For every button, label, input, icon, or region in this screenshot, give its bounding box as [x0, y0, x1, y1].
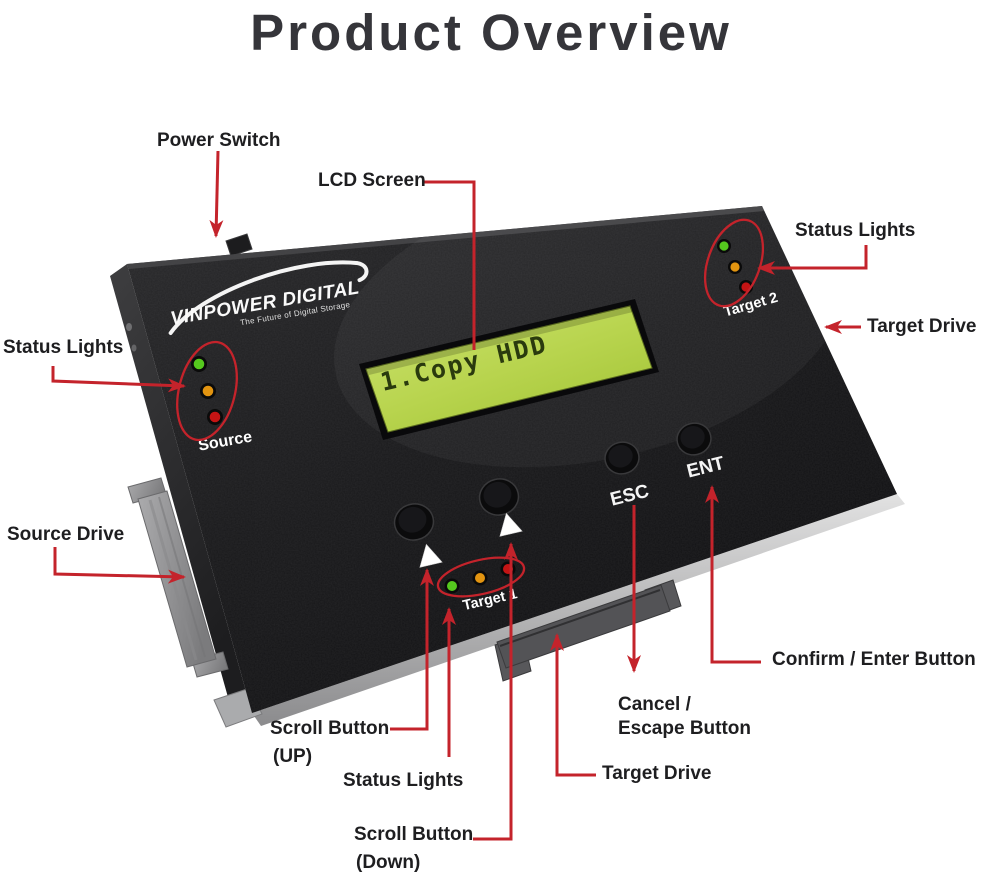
target1-led-green [447, 581, 457, 591]
scroll-up-arrow-icon [419, 543, 443, 568]
label-target-drive-bottom: Target Drive [602, 763, 712, 784]
label-cancel-escape-line1: Cancel / [618, 694, 691, 715]
label-power-switch: Power Switch [157, 130, 281, 151]
label-scroll-up: Scroll Button [270, 718, 390, 739]
status-lights-left-arrow [51, 366, 186, 393]
label-status-lights-bottom: Status Lights [343, 770, 464, 791]
label-cancel-escape-line2: Escape Button [618, 718, 752, 739]
device-bottom-edge [252, 494, 905, 726]
status-lights-right-arrow [757, 245, 868, 275]
target2-led-amber [730, 262, 740, 272]
confirm-enter-arrow [705, 485, 761, 664]
source-status-leds [191, 356, 223, 425]
page-title: Product Overview [250, 4, 732, 61]
source-led-amber [202, 385, 214, 397]
scroll-up-arrow-line [390, 568, 434, 731]
label-status-lights-left: Status Lights [3, 337, 124, 358]
source-led-green [193, 358, 205, 370]
scroll-down-arrow-icon [499, 512, 523, 537]
scroll-down-arrow-line [473, 542, 518, 841]
source-drive-arrow [53, 547, 186, 584]
target2-led-green [719, 241, 729, 251]
led-highlight-circles [176, 218, 765, 598]
target1-leds-circle [436, 556, 526, 598]
label-scroll-down-suffix: (Down) [356, 852, 421, 873]
esc-button [604, 441, 640, 475]
label-status-lights-right: Status Lights [795, 220, 916, 241]
side-screw [131, 344, 137, 352]
device-top-bevel [127, 206, 764, 269]
power-switch-arrow [209, 150, 224, 238]
target1-led-amber [475, 573, 485, 583]
label-scroll-up-suffix: (UP) [273, 746, 313, 767]
lcd-top-shadow [366, 306, 633, 375]
scroll-up-button [393, 503, 435, 541]
source-led-red [209, 411, 221, 423]
device-left-side-panel [110, 264, 252, 713]
target-drive-bottom-arrow [550, 633, 596, 777]
lcd-screen [365, 305, 653, 433]
label-scroll-down: Scroll Button [354, 824, 474, 845]
power-switch [225, 233, 253, 257]
label-source-drive: Source Drive [7, 524, 125, 545]
scroll-down-button [478, 478, 520, 516]
label-target-drive-right: Target Drive [867, 316, 977, 337]
callout-lines [51, 150, 868, 841]
brand-swoosh [168, 260, 369, 335]
lcd-screen-line [424, 180, 476, 350]
side-screw [126, 323, 132, 331]
label-lcd-screen: LCD Screen [318, 170, 426, 191]
ent-button [676, 422, 712, 456]
label-confirm-enter: Confirm / Enter Button [772, 649, 976, 670]
